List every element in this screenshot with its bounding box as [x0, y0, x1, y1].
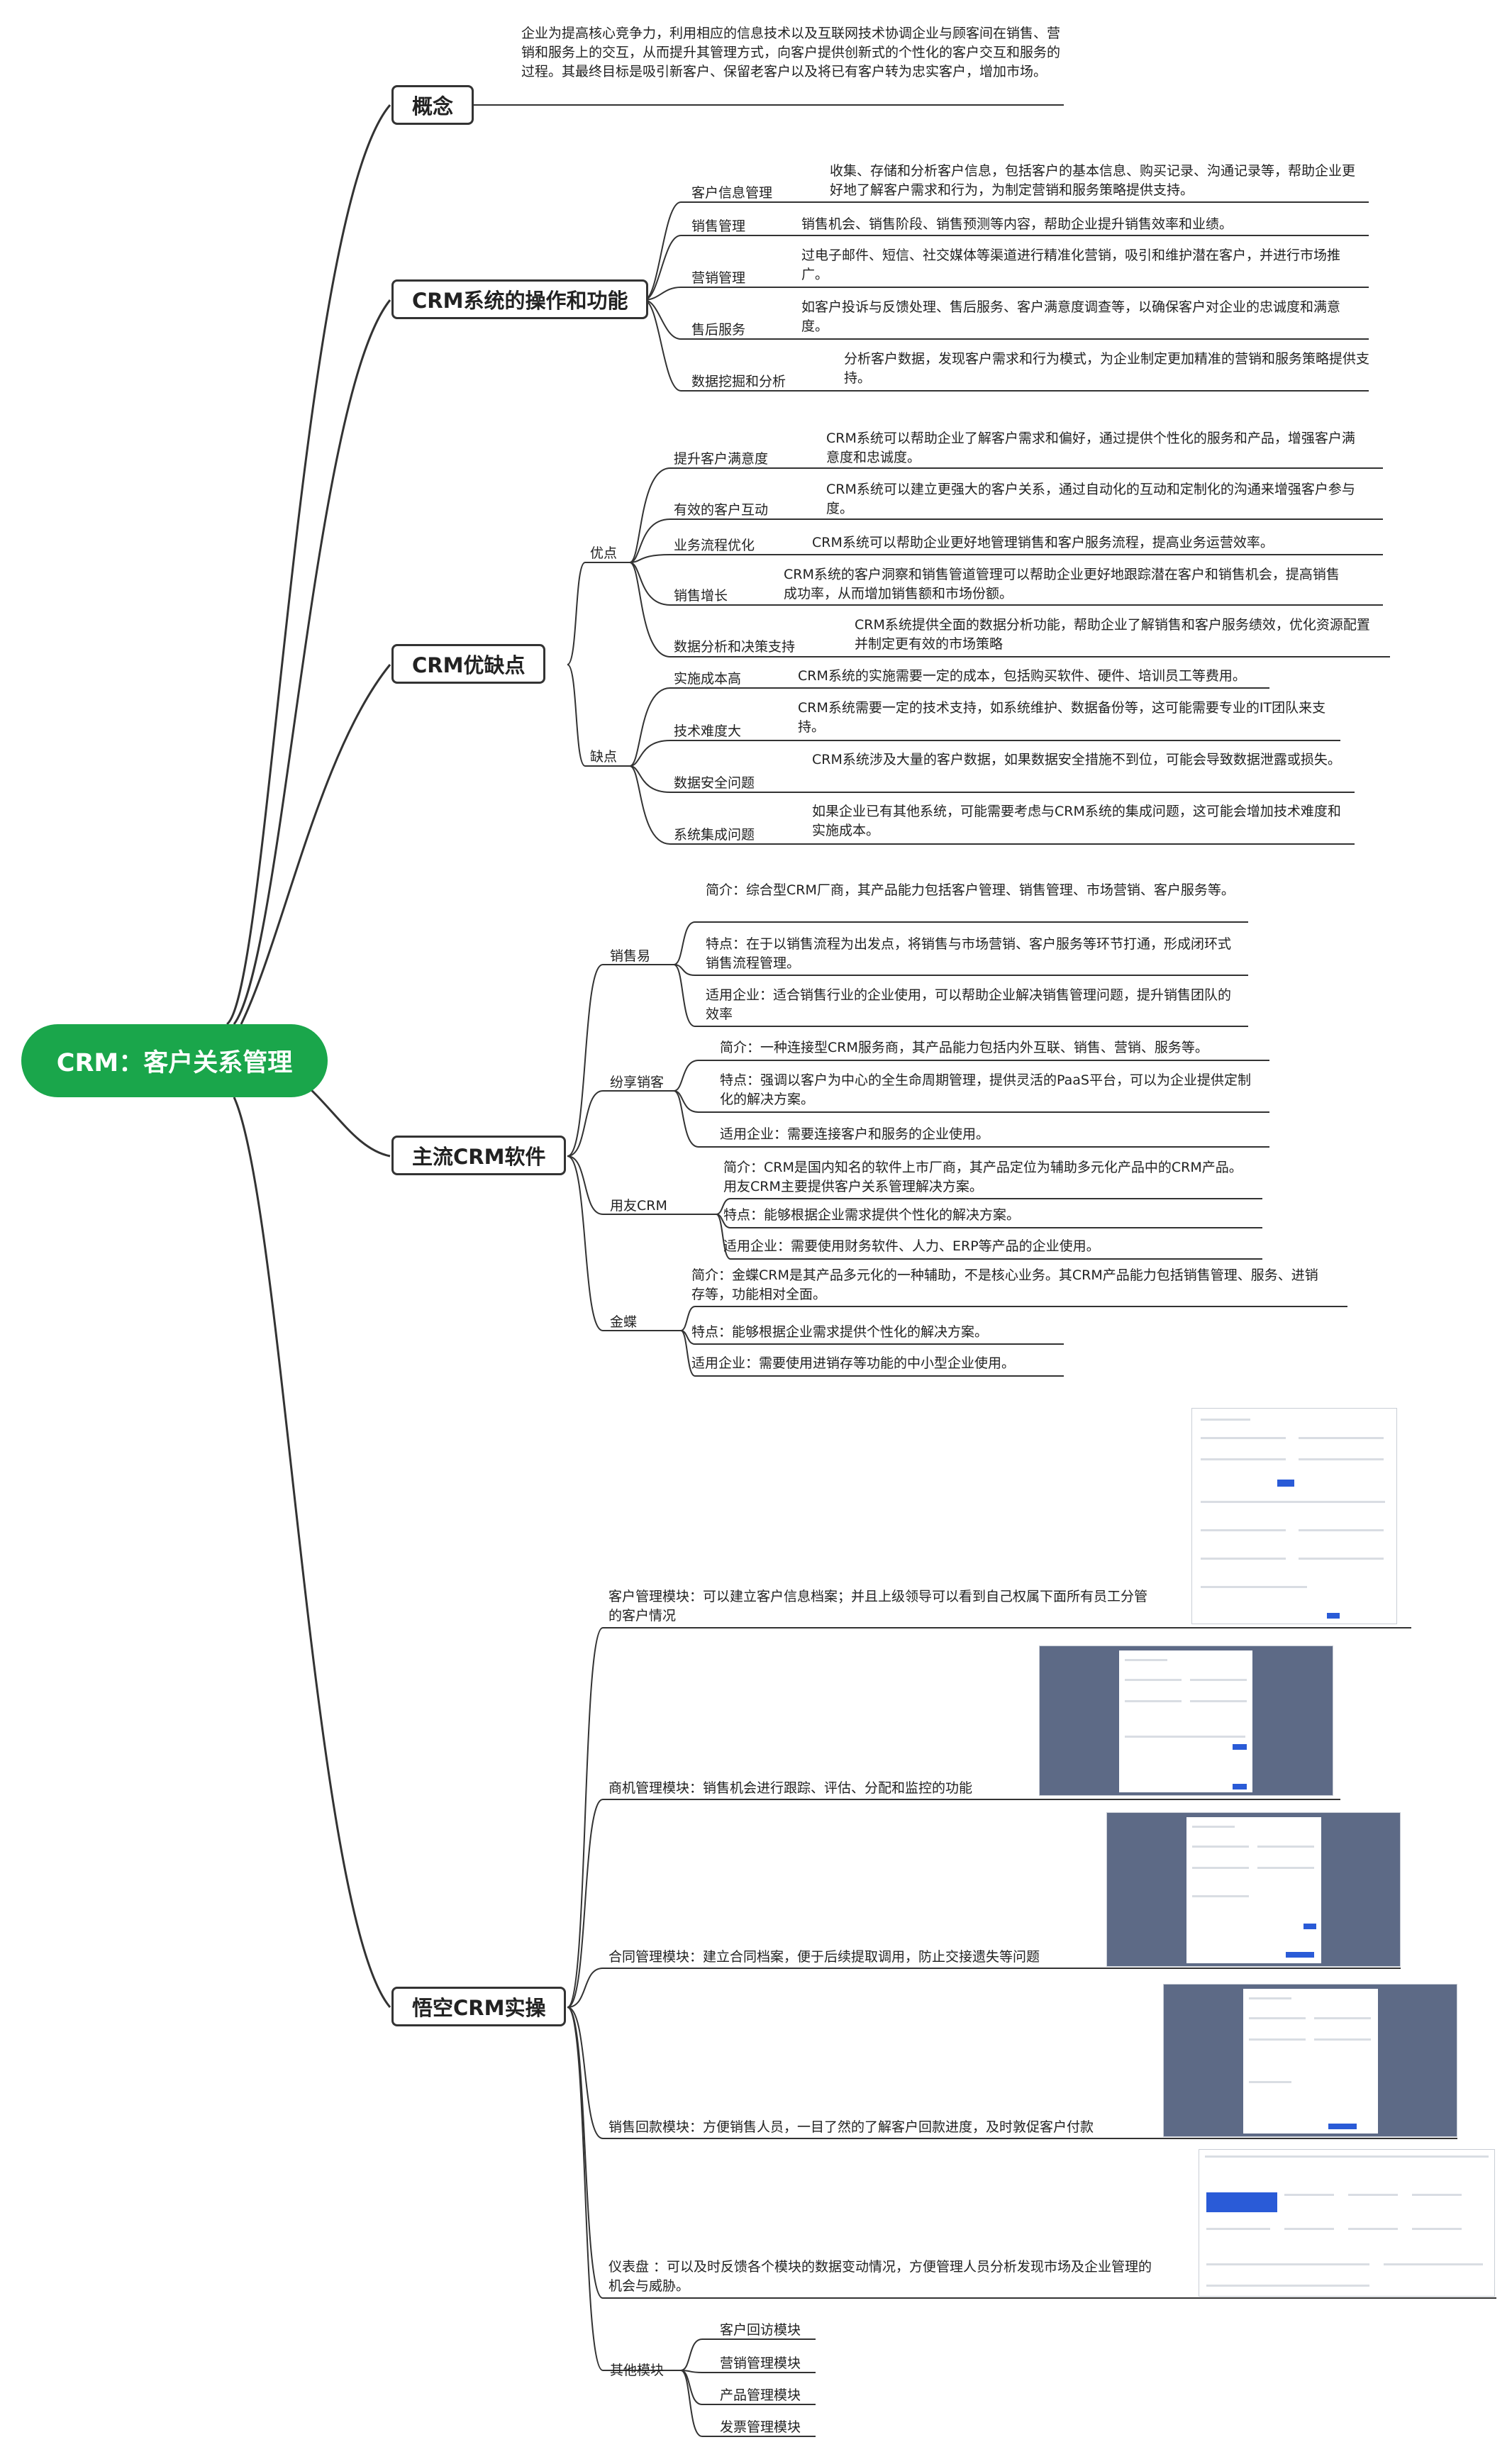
branch-practice: 悟空CRM实操	[391, 1987, 567, 2026]
pros-text-4: CRM系统提供全面的数据分析功能，帮助企业了解销售和客户服务绩效，优化资源配置并…	[855, 617, 1370, 652]
software-2-item-2: 适用企业：需要使用财务软件、人力、ERP等产品的企业使用。	[723, 1238, 1100, 1254]
software-1-item-2: 适用企业：需要连接客户和服务的企业使用。	[720, 1126, 990, 1142]
other-module-0: 客户回访模块	[720, 2322, 801, 2338]
pros-text-0: CRM系统可以帮助企业了解客户需求和偏好，通过提供个性化的服务和产品，增强客户满…	[826, 431, 1355, 465]
software-2-item-1: 特点：能够根据企业需求提供个性化的解决方案。	[723, 1207, 1021, 1223]
ops-text-0: 收集、存储和分析客户信息，包括客户的基本信息、购买记录、沟通记录等，帮助企业更好…	[830, 163, 1356, 198]
practice-item-1: 商机管理模块：销售机会进行跟踪、评估、分配和监控的功能	[608, 1780, 973, 1796]
other-module-1: 营销管理模块	[720, 2356, 801, 2371]
ops-text-4: 分析客户数据，发现客户需求和行为模式，为企业制定更加精准的营销和服务策略提供支持…	[844, 351, 1370, 386]
software-3-item-2: 适用企业：需要使用进销存等功能的中小型企业使用。	[691, 1355, 1016, 1371]
ops-label-3: 售后服务	[691, 322, 746, 338]
practice-item-4: 仪表盘 ：可以及时反馈各个模块的数据变动情况，方便管理人员分析发现市场及企业管理…	[608, 2259, 1152, 2294]
branch-practice-title: 悟空CRM实操	[412, 1996, 546, 2020]
software-vendor-0: 销售易	[610, 948, 651, 964]
pros-label-4: 数据分析和决策支持	[674, 639, 796, 655]
branch-concept-title: 概念	[412, 94, 454, 118]
pros-label-1: 有效的客户互动	[674, 502, 769, 518]
cons-label-0: 实施成本高	[674, 671, 742, 687]
branch-software-title: 主流CRM软件	[412, 1145, 546, 1169]
concept-text: 企业为提高核心竞争力，利用相应的信息技术以及互联网技术协调企业与顾客间在销售、营…	[521, 26, 1061, 79]
branch-ops: CRM系统的操作和功能	[391, 279, 649, 319]
cons-text-2: CRM系统涉及大量的客户数据，如果数据安全措施不到位，可能会导致数据泄露或损失。	[812, 752, 1341, 767]
software-2-item-0: 简介：CRM是国内知名的软件上市厂商，其产品定位为辅助多元化产品中的CRM产品。…	[723, 1160, 1243, 1194]
branch-proscons-title: CRM优缺点	[412, 653, 526, 677]
software-0-item-2: 适用企业：适合销售行业的企业使用，可以帮助企业解决销售管理问题，提升销售团队的效…	[706, 987, 1232, 1022]
cons-label: 缺点	[590, 749, 618, 765]
other-module-3: 发票管理模块	[720, 2419, 801, 2435]
ops-text-2: 过电子邮件、短信、社交媒体等渠道进行精准化营销，吸引和维护潜在客户，并进行市场推…	[801, 248, 1341, 282]
branch-concept: 概念	[391, 85, 474, 125]
ops-text-3: 如客户投诉与反馈处理、售后服务、客户满意度调查等，以确保客户对企业的忠诚度和满意…	[801, 299, 1341, 334]
contract-module-screenshot	[1106, 1812, 1401, 1967]
other-modules-label: 其他模块	[610, 2363, 665, 2378]
practice-item-2: 合同管理模块：建立合同档案，便于后续提取调用，防止交接遗失等问题	[608, 1949, 1040, 1965]
ops-label-1: 销售管理	[691, 218, 746, 234]
branch-proscons: CRM优缺点	[391, 644, 546, 684]
pros-text-1: CRM系统可以建立更强大的客户关系，通过自动化的互动和定制化的沟通来增强客户参与…	[826, 482, 1355, 516]
software-vendor-3: 金蝶	[610, 1314, 638, 1330]
other-module-2: 产品管理模块	[720, 2387, 801, 2403]
software-vendor-2: 用友CRM	[610, 1198, 667, 1214]
branch-software: 主流CRM软件	[391, 1136, 567, 1175]
software-0-item-0: 简介：综合型CRM厂商，其产品能力包括客户管理、销售管理、市场营销、客户服务等。	[706, 882, 1235, 898]
opportunity-module-screenshot	[1039, 1646, 1333, 1796]
software-vendor-1: 纷享销客	[610, 1075, 665, 1090]
root-node: CRM：客户关系管理	[21, 1024, 328, 1097]
software-3-item-0: 简介：金蝶CRM是其产品多元化的一种辅助，不是核心业务。其CRM产品能力包括销售…	[691, 1267, 1318, 1302]
pros-label-0: 提升客户满意度	[674, 451, 769, 467]
cons-label-3: 系统集成问题	[674, 827, 755, 843]
ops-text-1: 销售机会、销售阶段、销售预测等内容，帮助企业提升销售效率和业绩。	[801, 216, 1233, 232]
software-3-item-1: 特点：能够根据企业需求提供个性化的解决方案。	[691, 1324, 989, 1340]
pros-label-2: 业务流程优化	[674, 538, 755, 553]
branch-ops-title: CRM系统的操作和功能	[412, 289, 628, 313]
payment-module-screenshot	[1163, 1984, 1457, 2137]
cons-text-0: CRM系统的实施需要一定的成本，包括购买软件、硬件、培训员工等费用。	[798, 668, 1246, 684]
software-1-item-0: 简介：一种连接型CRM服务商，其产品能力包括内外互联、销售、营销、服务等。	[720, 1040, 1208, 1055]
software-0-item-1: 特点：在于以销售流程为出发点，将销售与市场营销、客户服务等环节打通，形成闭环式销…	[706, 936, 1232, 971]
software-1-item-1: 特点：强调以客户为中心的全生命周期管理，提供灵活的PaaS平台，可以为企业提供定…	[720, 1072, 1251, 1107]
dashboard-screenshot	[1199, 2149, 1495, 2297]
customer-module-screenshot	[1191, 1408, 1397, 1624]
cons-text-1: CRM系统需要一定的技术支持，如系统维护、数据备份等，这可能需要专业的IT团队来…	[798, 700, 1326, 735]
practice-item-0: 客户管理模块：可以建立客户信息档案；并且上级领导可以看到自己权属下面所有员工分管…	[608, 1589, 1148, 1624]
pros-text-3: CRM系统的客户洞察和销售管道管理可以帮助企业更好地跟踪潜在客户和销售机会，提高…	[784, 567, 1340, 601]
ops-label-0: 客户信息管理	[691, 185, 773, 201]
ops-label-4: 数据挖掘和分析	[691, 374, 786, 389]
cons-label-2: 数据安全问题	[674, 775, 755, 791]
pros-text-2: CRM系统可以帮助企业更好地管理销售和客户服务流程，提高业务运营效率。	[812, 535, 1274, 550]
practice-item-3: 销售回款模块：方便销售人员，一目了然的了解客户回款进度，及时敦促客户付款	[608, 2119, 1094, 2135]
ops-label-2: 营销管理	[691, 270, 746, 286]
root-title: CRM：客户关系管理	[56, 1049, 293, 1077]
cons-text-3: 如果企业已有其他系统，可能需要考虑与CRM系统的集成问题，这可能会增加技术难度和…	[812, 804, 1341, 838]
cons-label-1: 技术难度大	[674, 723, 742, 739]
pros-label: 优点	[590, 545, 618, 561]
pros-label-3: 销售增长	[674, 588, 728, 604]
